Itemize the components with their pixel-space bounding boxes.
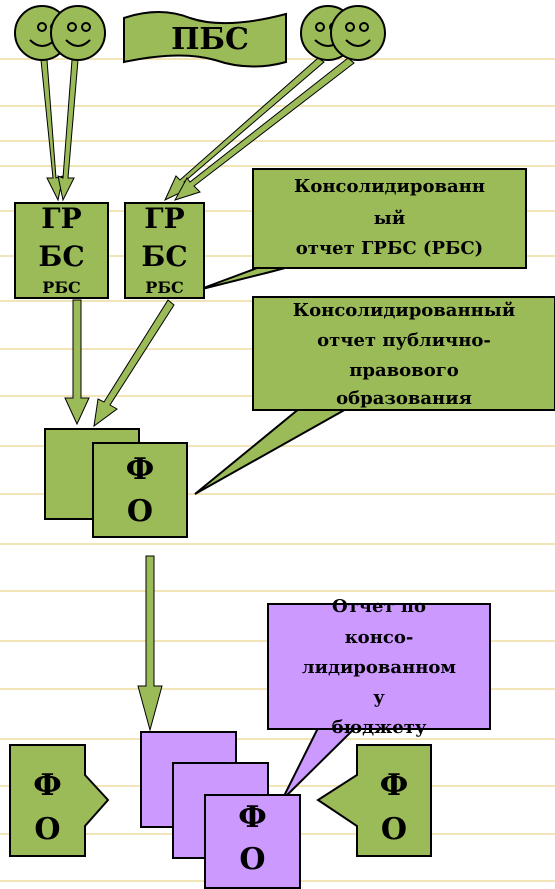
- callout-budget-line4: у: [373, 687, 385, 708]
- pbs-label: ПБС: [171, 22, 249, 57]
- arrow-grbs-to-fo: [64, 299, 175, 428]
- arrow-smiley-left-to-grbs-left: [40, 59, 79, 202]
- callout-grbs-line2: ый: [373, 208, 406, 229]
- callout-public-entity: Консолидированный отчет публично- правов…: [252, 296, 555, 411]
- callout-budget: Отчет по консо- лидированном у бюджету: [267, 596, 491, 738]
- grbs-right-line3: РБС: [145, 278, 184, 297]
- arrow-fo-to-budget: [137, 555, 163, 732]
- callout-grbs-line1: Консолидированн: [293, 176, 486, 197]
- grbs-left-line2: БС: [38, 240, 85, 273]
- arrow-smiley-right-to-grbs-right: [163, 57, 355, 202]
- fo-bottom-center-line2: О: [239, 842, 266, 877]
- callout-budget-line1: Отчет по: [331, 596, 427, 617]
- callout-public-tail: [194, 407, 352, 495]
- arrow-fo-left-block: [9, 744, 110, 857]
- pbs-banner: [123, 11, 287, 68]
- smiley-icon-left-pair: [14, 5, 106, 61]
- arrow-fo-right-block: [316, 744, 432, 857]
- fo-bottom-front: Ф О: [204, 794, 301, 889]
- callout-consolidated-grbs: Консолидированн ый отчет ГРБС (РБС): [252, 168, 527, 269]
- fo-bottom-center-line1: Ф: [238, 800, 267, 835]
- callout-budget-line3: лидированном: [301, 657, 457, 678]
- fo-left-line1: Ф: [33, 768, 62, 803]
- fo-top-line1: Ф: [125, 452, 155, 487]
- grbs-left-line3: РБС: [42, 278, 81, 297]
- fo-right-line1: Ф: [379, 768, 409, 803]
- grbs-left-line1: ГР: [41, 202, 82, 235]
- grbs-box-right: ГР БС РБС: [124, 202, 205, 299]
- callout-grbs-line3: отчет ГРБС (РБС): [295, 238, 484, 259]
- grbs-box-left: ГР БС РБС: [14, 202, 109, 299]
- grbs-right-line2: БС: [141, 240, 188, 273]
- fo-top-front: Ф О: [92, 442, 188, 538]
- callout-public-line2: отчет публично-: [317, 330, 491, 351]
- fo-top-line2: О: [126, 494, 154, 529]
- smiley-icon-right-pair: [300, 5, 386, 61]
- callout-budget-line5: бюджету: [331, 717, 427, 738]
- fo-left-line2: О: [34, 812, 61, 847]
- callout-public-line4: образования: [336, 388, 472, 409]
- callout-public-line3: правового: [349, 360, 459, 381]
- grbs-right-line1: ГР: [144, 202, 185, 235]
- callout-public-line1: Консолидированный: [292, 300, 516, 321]
- fo-right-line2: О: [380, 812, 408, 847]
- callout-budget-line2: консо-: [344, 627, 414, 648]
